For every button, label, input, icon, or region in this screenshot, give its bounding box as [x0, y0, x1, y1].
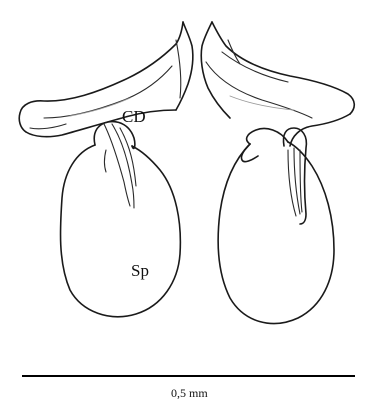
scale-bar-label: 0,5 mm [171, 386, 208, 400]
right-copulatory-duct [201, 22, 354, 146]
left-spermatheca [60, 122, 180, 317]
spermatheca-label: Sp [131, 261, 149, 280]
left-copulatory-duct [19, 22, 193, 137]
scale-bar: 0,5 mm [22, 376, 355, 400]
copulatory-duct-label: CD [122, 107, 146, 126]
right-spermatheca [218, 128, 334, 324]
